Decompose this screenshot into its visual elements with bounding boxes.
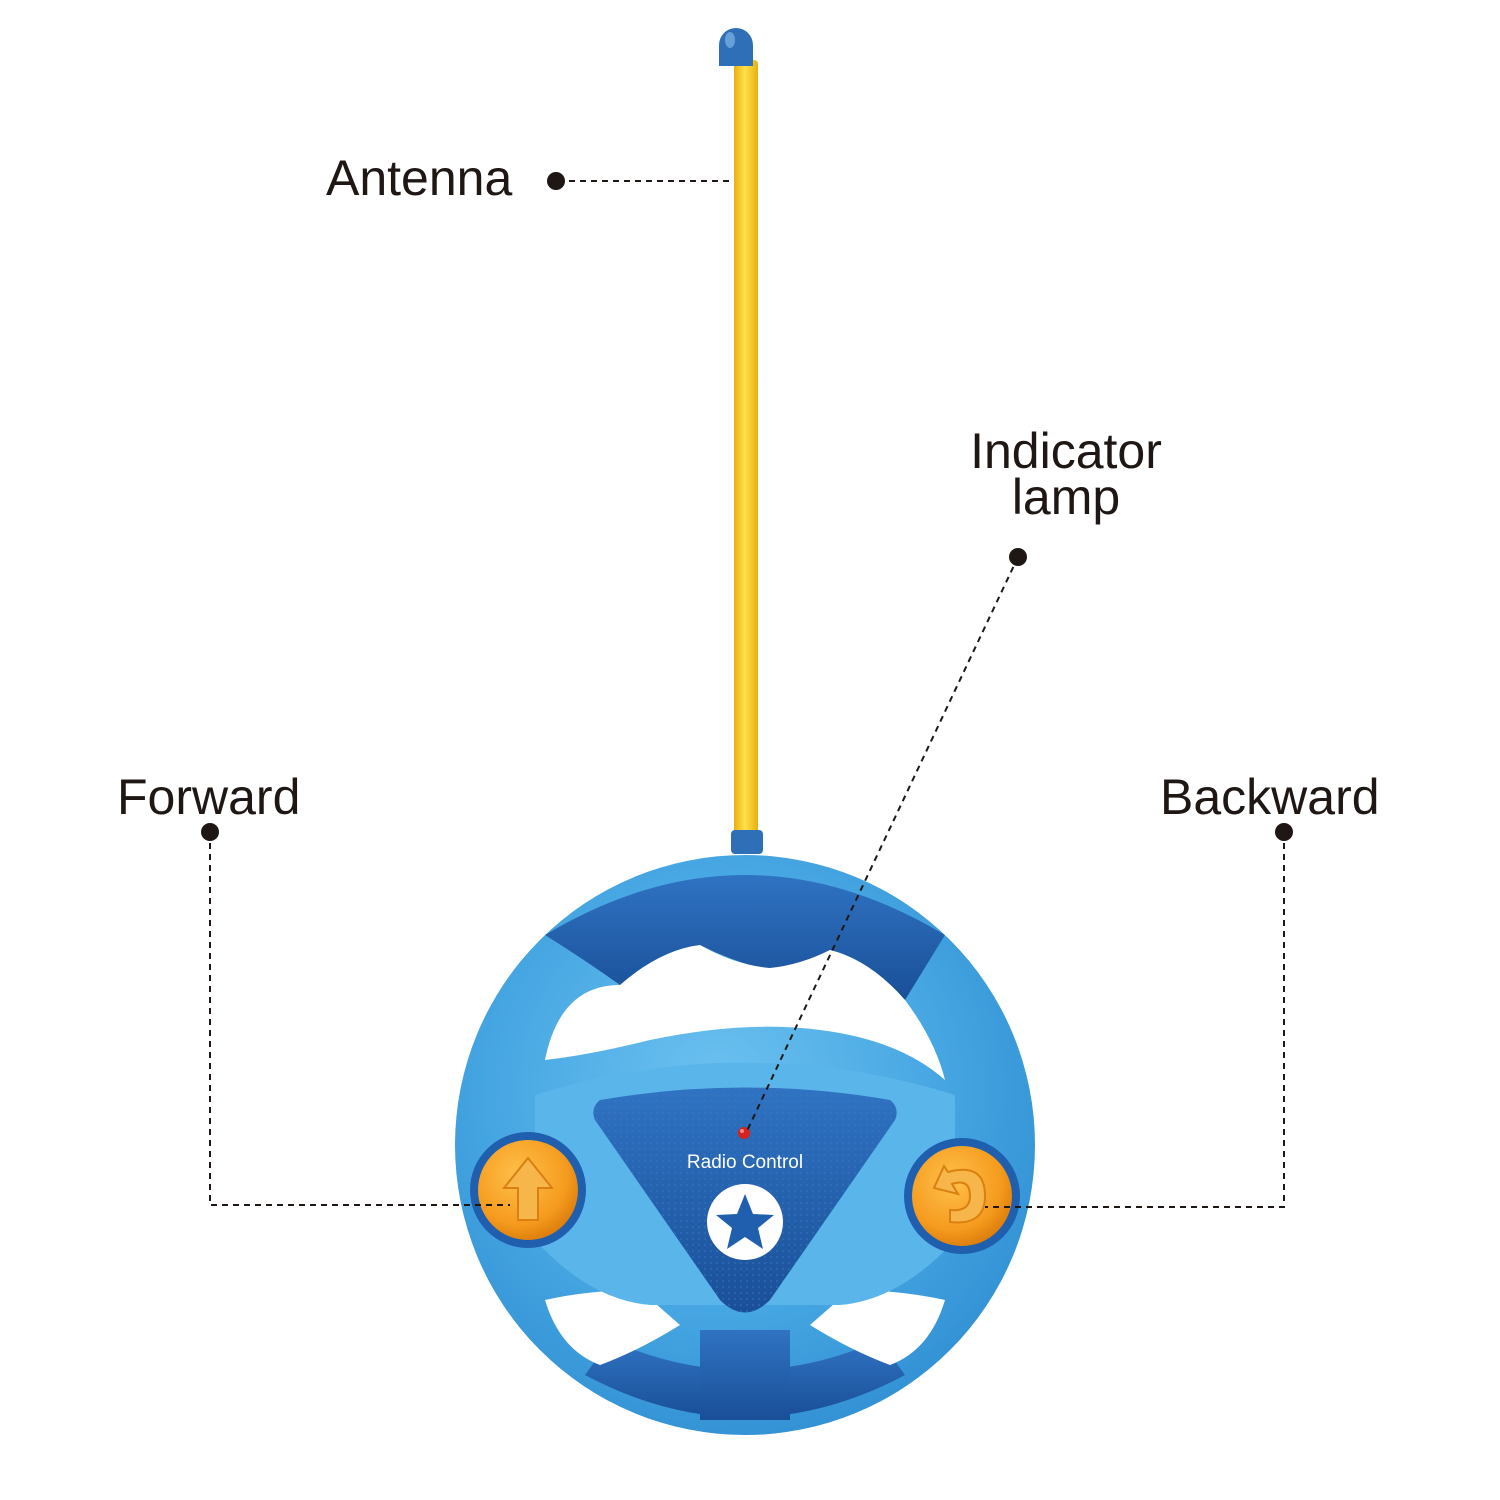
return-arrow-icon [932, 1163, 987, 1224]
wheel-top-grip [545, 875, 945, 1000]
indicator-label-line-1: Indicator [970, 423, 1162, 479]
star-icon [716, 1194, 774, 1249]
backward-callout-line [985, 832, 1285, 1208]
wheel-lower-left-opening [545, 1290, 680, 1365]
antenna-label: Antenna [326, 150, 513, 206]
antenna-rod [734, 60, 758, 850]
wheel-lower-right-opening [810, 1290, 945, 1365]
steering-wheel-remote: Radio Control [455, 855, 1035, 1435]
badge-label: Radio Control [687, 1152, 803, 1173]
backward-label: Backward [1160, 769, 1380, 825]
wheel-top-opening [545, 945, 945, 1080]
indicator-label-line-2: lamp [1011, 469, 1121, 525]
callout-dots [201, 172, 1293, 841]
callouts [209, 180, 1285, 1208]
indicator-callout-line [745, 556, 1019, 1134]
antenna-callout-dot [547, 172, 565, 190]
forward-label: Forward [117, 769, 301, 825]
forward-button[interactable] [470, 1132, 586, 1248]
antenna-base [731, 830, 763, 854]
indicator-lamp-label: Indicator lamp [958, 423, 1174, 525]
forward-callout-line [209, 832, 510, 1206]
forward-callout-dot [201, 823, 219, 841]
antenna [719, 28, 763, 854]
up-arrow-icon [501, 1156, 555, 1221]
indicator-callout-dot [1009, 548, 1027, 566]
backward-button[interactable] [904, 1138, 1020, 1254]
backward-callout-dot [1275, 823, 1293, 841]
